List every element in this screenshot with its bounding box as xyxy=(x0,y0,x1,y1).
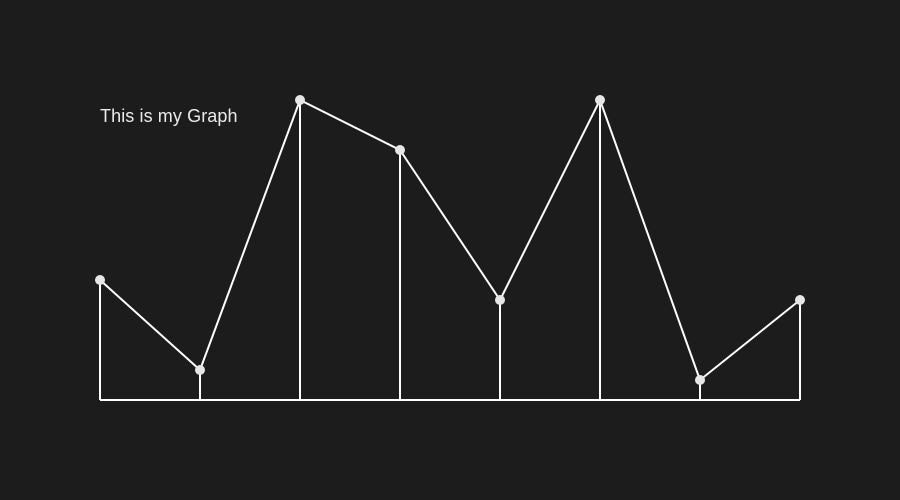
data-point xyxy=(395,145,405,155)
data-point xyxy=(95,275,105,285)
chart-title: This is my Graph xyxy=(100,106,238,126)
data-point xyxy=(595,95,605,105)
data-points xyxy=(95,95,805,385)
series-line xyxy=(99,99,801,381)
data-point xyxy=(295,95,305,105)
data-point xyxy=(695,375,705,385)
data-point xyxy=(795,295,805,305)
data-point xyxy=(495,295,505,305)
drop-lines xyxy=(99,100,801,400)
data-point xyxy=(195,365,205,375)
